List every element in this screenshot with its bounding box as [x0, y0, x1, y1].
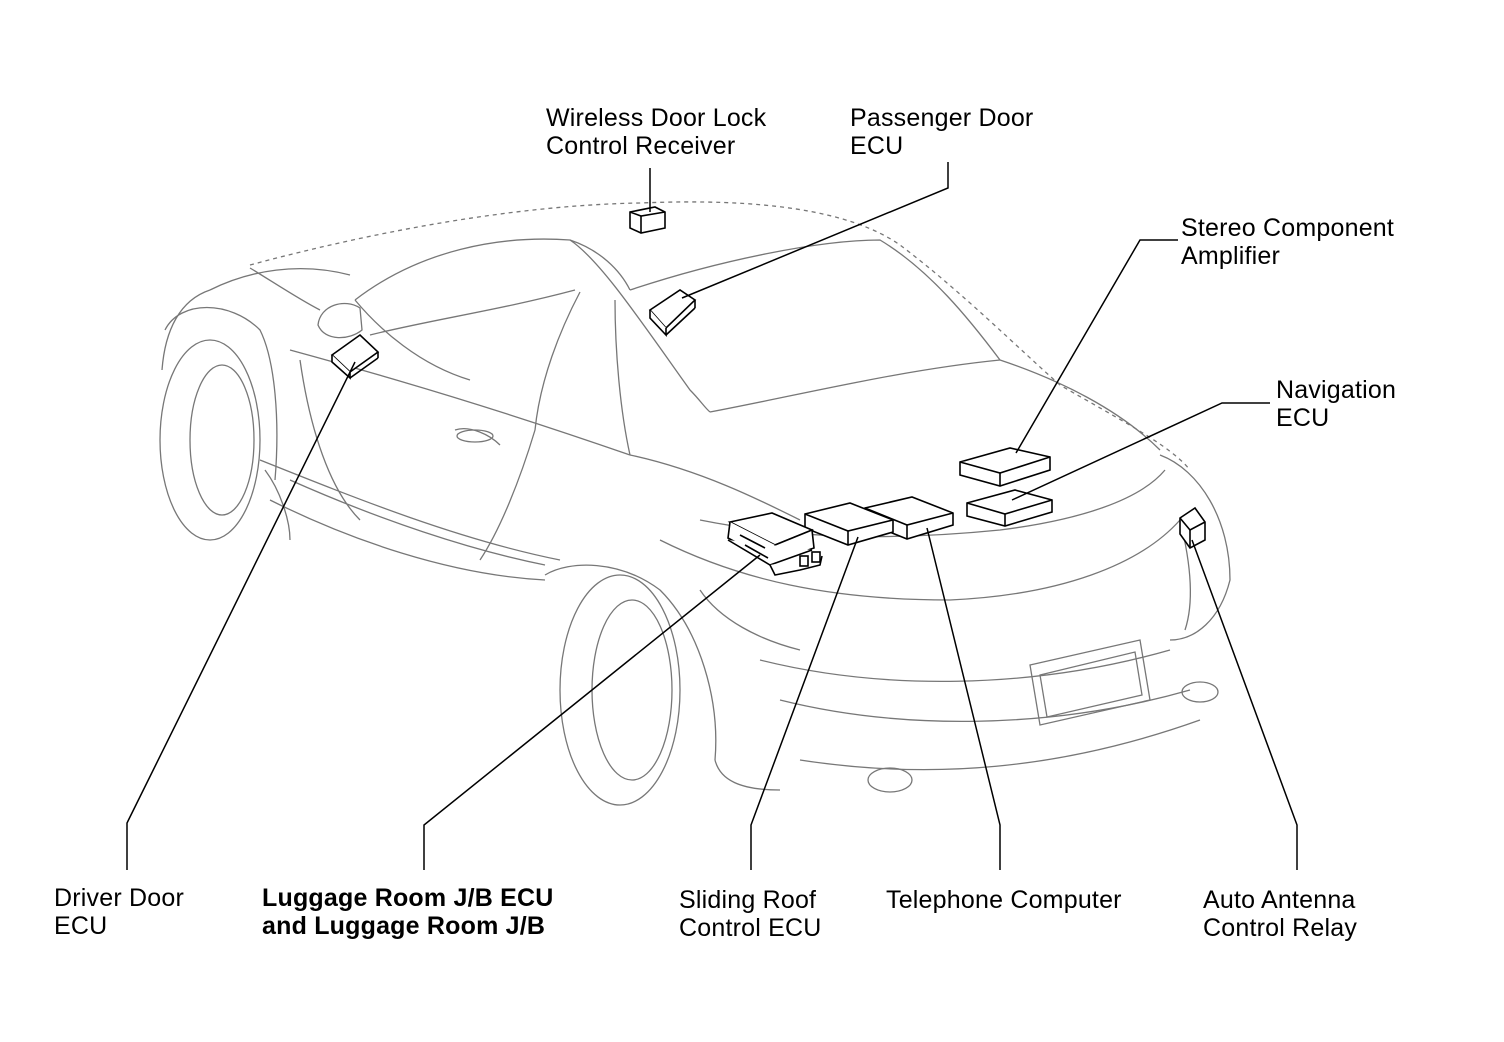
leader-sliding — [750, 536, 859, 870]
navigation-ecu-shape — [966, 489, 1053, 527]
label-wireless-door-lock-receiver: Wireless Door Lock Control Receiver — [546, 104, 767, 160]
stereo-amplifier-shape — [959, 447, 1051, 487]
leader-navigation — [1011, 402, 1270, 501]
driver-door-ecu-shape — [330, 333, 380, 380]
leader-antenna — [1191, 539, 1298, 870]
antenna-relay-shape — [1179, 506, 1206, 550]
label-passenger-door-ecu: Passenger Door ECU — [850, 104, 1034, 160]
leader-passenger — [681, 162, 949, 299]
passenger-door-ecu-shape — [648, 289, 697, 338]
leader-lines — [126, 162, 1298, 870]
sliding-roof-ecu-shape — [804, 502, 894, 546]
label-stereo-component-amplifier: Stereo Component Amplifier — [1181, 214, 1395, 270]
leader-driver — [126, 361, 356, 870]
luggage-room-jb-shape — [727, 512, 823, 576]
label-telephone-computer: Telephone Computer — [886, 886, 1122, 914]
label-luggage-room-jb: Luggage Room J/B ECU and Luggage Room J/… — [262, 884, 554, 940]
label-sliding-roof-control-ecu: Sliding Roof Control ECU — [679, 886, 822, 942]
label-navigation-ecu: Navigation ECU — [1276, 376, 1397, 432]
leader-stereo — [1015, 239, 1178, 454]
components — [330, 206, 1206, 576]
car-outline — [159, 201, 1231, 806]
label-driver-door-ecu: Driver Door ECU — [54, 884, 184, 940]
label-auto-antenna-control-relay: Auto Antenna Control Relay — [1203, 886, 1358, 942]
leader-luggage — [423, 554, 761, 870]
leader-telephone — [926, 527, 1001, 870]
wireless-receiver-shape — [629, 206, 666, 234]
